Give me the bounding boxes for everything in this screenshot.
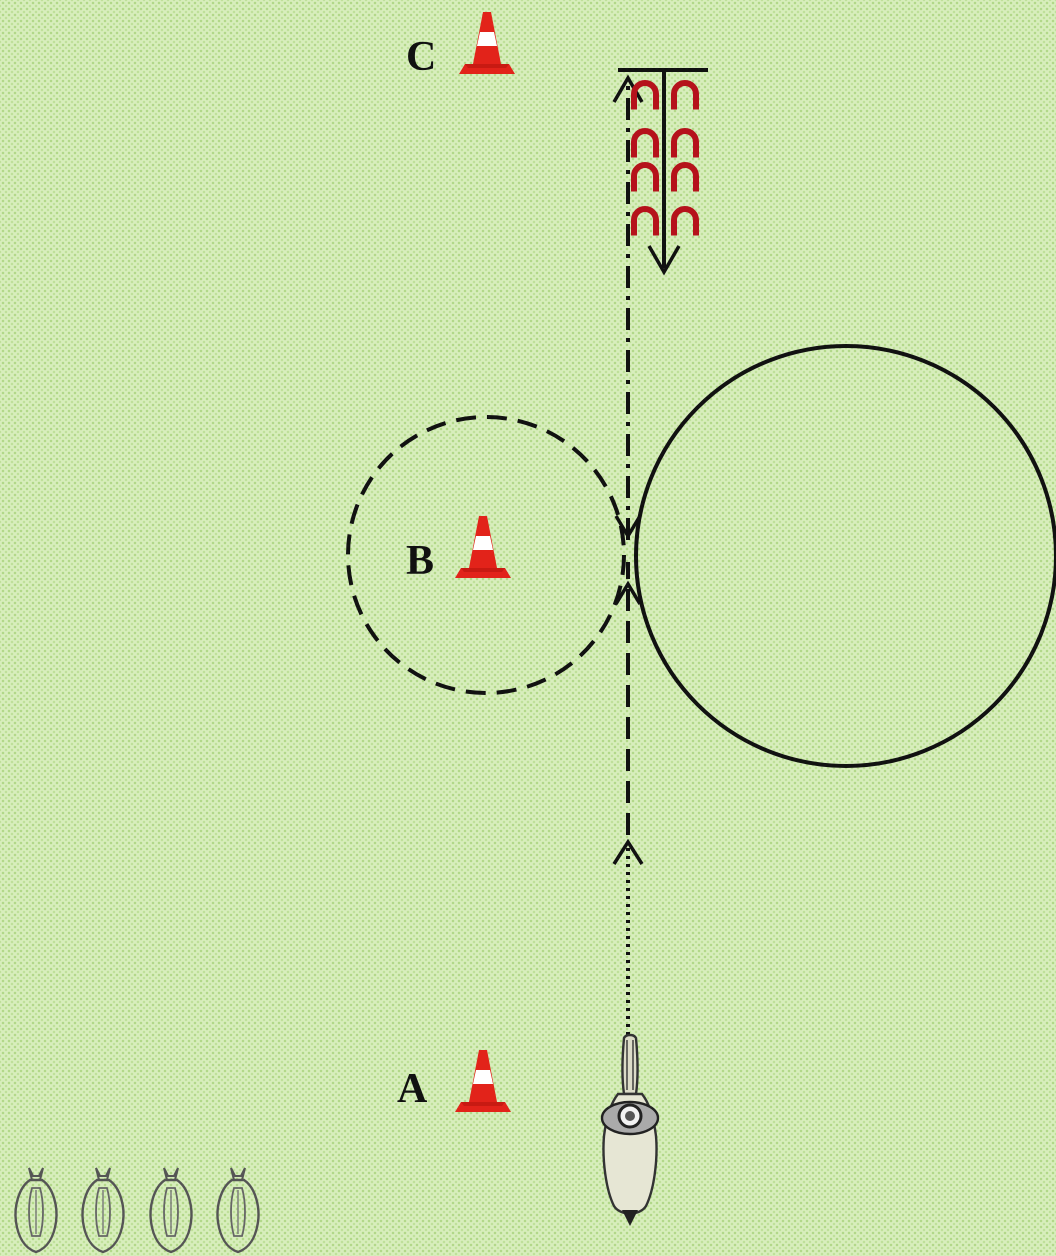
horse-icon [16, 1168, 57, 1252]
cone-label-b: B [406, 540, 434, 582]
traffic-cone-icon-c [459, 12, 515, 74]
horseshoe-icon [631, 131, 659, 156]
horseshoe-icon [671, 209, 699, 234]
cone-label-c: C [406, 36, 436, 78]
traffic-cone-icon-a [455, 1050, 511, 1112]
waiting-horses [16, 1168, 259, 1252]
traffic-cone-icon-b [455, 516, 511, 578]
horseshoe-icon [631, 83, 659, 108]
horseshoe-icon [671, 165, 699, 190]
horseshoe-icon [671, 83, 699, 108]
horse-icon [151, 1168, 192, 1252]
large-circle-path [636, 346, 1056, 766]
horse-icon [83, 1168, 124, 1252]
horseshoe-icon [671, 131, 699, 156]
cone-label-a: A [397, 1068, 427, 1110]
horse-rider-icon [602, 1035, 658, 1226]
horseshoe-icon [631, 209, 659, 234]
horse-icon [218, 1168, 259, 1252]
approach-arrowhead [614, 842, 642, 864]
horseshoe-icon [631, 165, 659, 190]
